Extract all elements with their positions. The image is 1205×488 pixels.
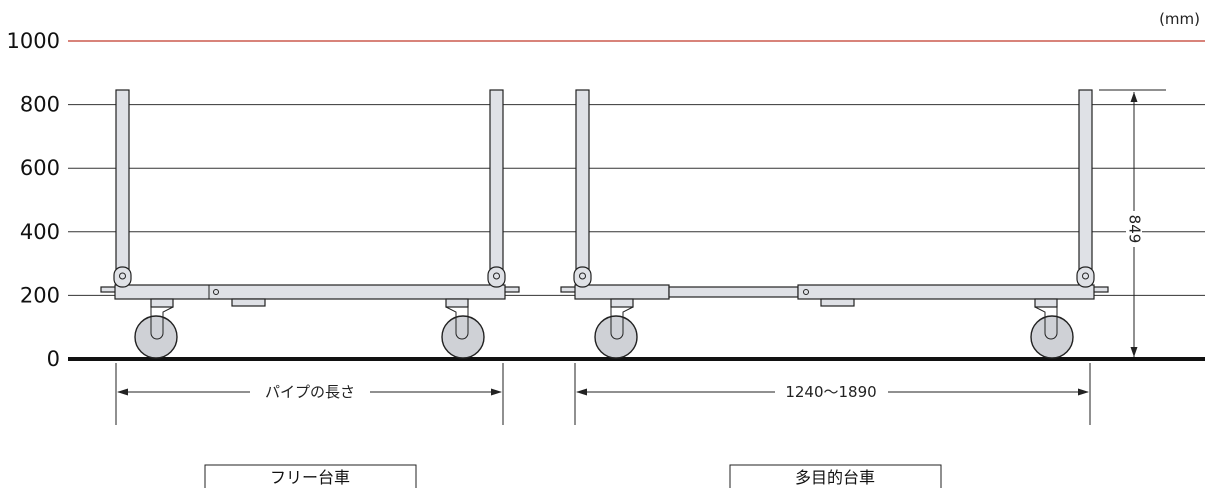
multi-cart-extension-pipe [668,286,799,298]
y-tick-label-600: 600 [20,156,60,180]
height-dimension: 849 [1099,89,1166,357]
y-tick-label-1000: 1000 [7,29,60,53]
multi-cart-left-hinge [573,266,592,288]
free-cart-length-label: パイプの長さ [265,383,355,401]
caster-mount [610,298,634,308]
y-tick-label-800: 800 [20,93,60,117]
multi-length-arrow-right [1078,388,1089,396]
caster-mount [1034,298,1058,308]
free-cart-stopper [231,298,266,307]
free-cart-left-post [115,89,130,287]
caster-wheel [594,315,638,359]
free-cart-left-hinge-pin [119,272,126,280]
free-cart-right-post [489,89,504,287]
free-cart-left-tab [100,286,117,293]
caster-mount [150,298,174,308]
free-cart-length-dimension: パイプの長さ [115,363,504,425]
multi-cart-right-hinge-pin [1082,272,1089,280]
multi-cart-left-frame [574,284,670,300]
caster-wheel [134,315,178,359]
multi-cart-stopper [820,298,855,307]
y-tick-label-0: 0 [47,347,60,371]
caster-wheel [441,315,485,359]
multi-cart-left-post [575,89,590,287]
multi-cart-right-frame [797,284,1095,300]
grid-lines [68,40,1205,296]
free-length-arrow-right [491,388,502,396]
caster-wheel [1030,315,1074,359]
unit-label: (mm) [1159,10,1200,28]
multi-cart-name-box: 多目的台車 [729,464,942,488]
caster-fork [445,306,469,340]
multi-cart-bolt [803,289,809,295]
height-dim-label-bg [1126,211,1142,247]
multi-length-arrow-left [576,388,587,396]
free-cart-base-frame [114,284,506,300]
multi-cart-right-caster [1030,298,1074,359]
free-cart-left-caster [134,298,178,359]
free-length-arrow-left [117,388,128,396]
free-cart-right-hinge [487,266,506,288]
multi-cart-right-post [1078,89,1093,287]
free-cart-left-hinge [113,266,132,288]
multi-cart-left-hinge-pin [579,272,586,280]
height-dim-arrow-top [1130,92,1138,102]
height-dim-label: 849 [1126,215,1144,244]
y-axis-ticks: 0 200 400 600 800 1000 [7,29,60,371]
caster-mount [445,298,469,308]
free-cart-name-box: フリー台車 [204,464,417,488]
multi-cart-name: 多目的台車 [795,468,875,487]
multi-cart-left-caster [594,298,638,359]
free-cart-name-frame [204,464,417,488]
free-cart-drawing [100,89,520,359]
y-tick-label-200: 200 [20,283,60,307]
free-cart-right-caster [441,298,485,359]
caster-fork [610,306,634,340]
multi-cart-length-label: 1240〜1890 [785,383,876,401]
caster-fork [150,306,174,340]
multi-cart-right-hinge [1076,266,1095,288]
free-cart-name: フリー台車 [270,468,350,487]
multi-purpose-cart-drawing [560,89,1109,359]
free-cart-right-hinge-pin [493,272,500,280]
multi-cart-length-dimension: 1240〜1890 [574,363,1091,425]
multi-cart-left-tab [560,286,577,293]
multi-cart-name-frame [729,464,942,488]
caster-fork [1034,306,1058,340]
height-dim-arrow-bottom [1130,347,1138,357]
y-tick-label-400: 400 [20,220,60,244]
free-cart-bolt [213,289,219,295]
